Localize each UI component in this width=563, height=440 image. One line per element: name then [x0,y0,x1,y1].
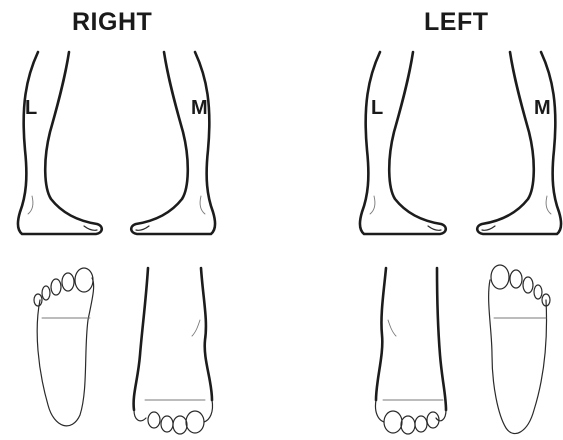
left-lateral-leg [360,52,446,234]
right-lateral-leg [18,52,102,234]
left-medial-leg [477,52,561,234]
right-sole [34,268,94,426]
left-foot-top [375,268,446,434]
right-medial-leg [131,52,215,234]
right-foot-top [134,268,213,434]
left-sole [489,265,550,434]
